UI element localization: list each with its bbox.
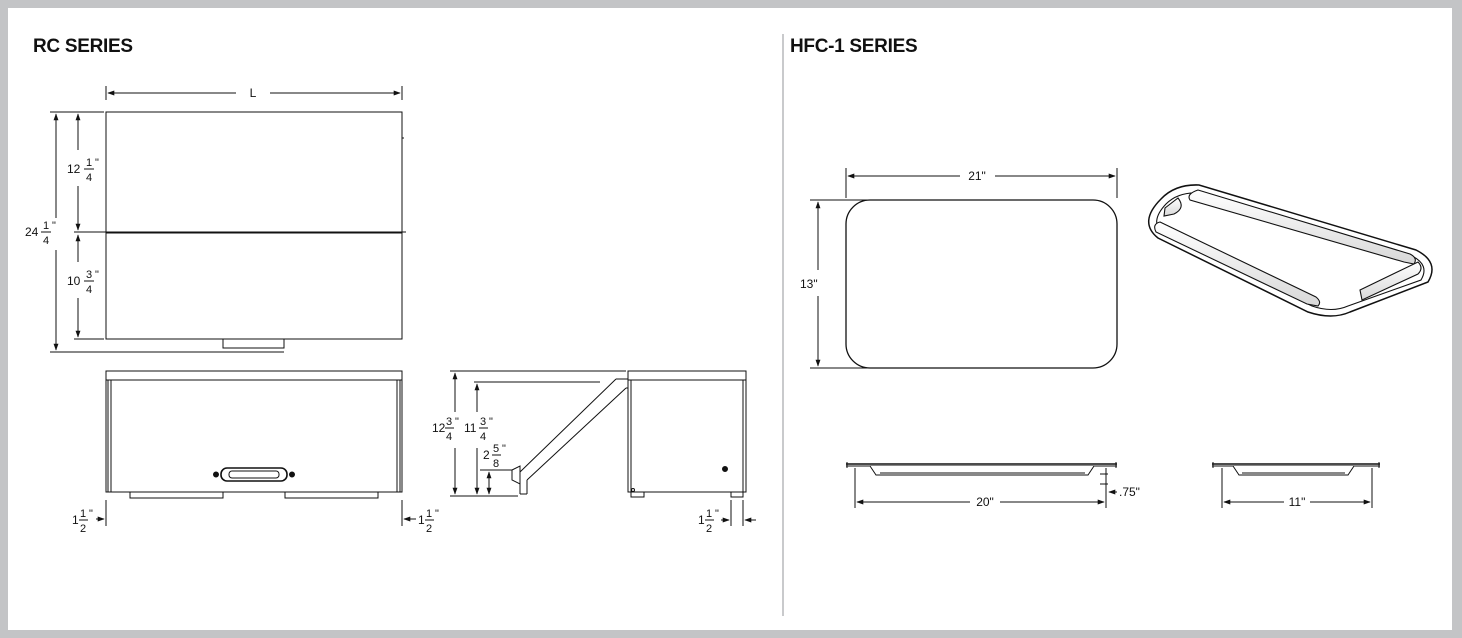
- drawing-sheet: RC SERIES HFC-1 SERIES: [8, 8, 1452, 630]
- hfc-1-series-title: HFC-1 SERIES: [790, 36, 918, 57]
- total-height-den: 4: [43, 235, 49, 247]
- side-offset-whole: 1: [698, 513, 705, 527]
- inch-mark: ": [502, 443, 506, 455]
- inch-mark: ": [95, 157, 99, 169]
- depth-label: 13": [800, 277, 818, 291]
- right-offset-den: 2: [426, 523, 432, 535]
- rc-lower-dim-labels: 1 1 2 " 1 1 2 ": [72, 508, 439, 535]
- rc-front-view: [50, 86, 406, 353]
- left-offset-den: 2: [80, 523, 86, 535]
- hfc-side-labels: 11": [1289, 495, 1306, 509]
- side-offset-den: 2: [706, 523, 712, 535]
- hfc-front-section: [846, 462, 1117, 508]
- rc-side-dim-labels: 12 3 4 " 11 3 4 " 2 5 8 " 1 1 2 ": [432, 416, 719, 535]
- right-offset-num: 1: [426, 508, 432, 520]
- front-width-label: 20": [976, 495, 994, 509]
- bottom-height-whole: 10: [67, 274, 81, 288]
- inch-mark: ": [435, 508, 439, 520]
- inch-mark: ": [95, 269, 99, 281]
- bottom-height-den: 4: [86, 284, 92, 296]
- top-height-num: 1: [86, 157, 92, 169]
- inch-mark: ": [455, 416, 459, 428]
- hfc-plan-labels: 21" 13": [800, 169, 986, 291]
- left-offset-whole: 1: [72, 513, 79, 527]
- left-offset-num: 1: [80, 508, 86, 520]
- side-outer-whole: 12: [432, 421, 446, 435]
- rc-front-dim-labels: L 12 1 4 " 24 1 4 " 10 3 4 ": [25, 86, 257, 296]
- hfc-side-section: [1212, 462, 1380, 508]
- width-label: 21": [968, 169, 986, 183]
- bottom-height-num: 3: [86, 269, 92, 281]
- total-height-whole: 24: [25, 225, 39, 239]
- top-height-den: 4: [86, 172, 92, 184]
- inch-mark: ": [52, 220, 56, 232]
- length-label: L: [250, 86, 257, 100]
- section-divider: [782, 34, 784, 616]
- side-inner-den: 4: [480, 431, 486, 443]
- inch-mark: ": [89, 508, 93, 520]
- rc-series-title: RC SERIES: [33, 36, 133, 57]
- drain-height-num: 5: [493, 443, 499, 455]
- inch-mark: ": [715, 508, 719, 520]
- rc-lower-front-view: [96, 370, 416, 526]
- rc-side-view: [450, 370, 756, 526]
- total-height-num: 1: [43, 220, 49, 232]
- technical-drawing: L 12 1 4 " 24 1 4 " 10 3 4 ": [25, 86, 1433, 535]
- side-outer-num: 3: [446, 416, 452, 428]
- hfc-isometric-view: [1148, 184, 1433, 317]
- lip-height-label: .75": [1119, 485, 1140, 499]
- side-inner-whole: 11: [464, 421, 477, 435]
- drain-height-den: 8: [493, 458, 499, 470]
- drain-height-whole: 2: [483, 448, 490, 462]
- side-offset-num: 1: [706, 508, 712, 520]
- side-inner-num: 3: [480, 416, 486, 428]
- hfc-front-labels: 20" .75": [976, 485, 1140, 509]
- right-offset-whole: 1: [418, 513, 425, 527]
- side-width-label: 11": [1289, 495, 1306, 509]
- inch-mark: ": [489, 416, 493, 428]
- top-height-whole: 12: [67, 162, 81, 176]
- hfc-plan-view: [810, 168, 1118, 369]
- side-outer-den: 4: [446, 431, 452, 443]
